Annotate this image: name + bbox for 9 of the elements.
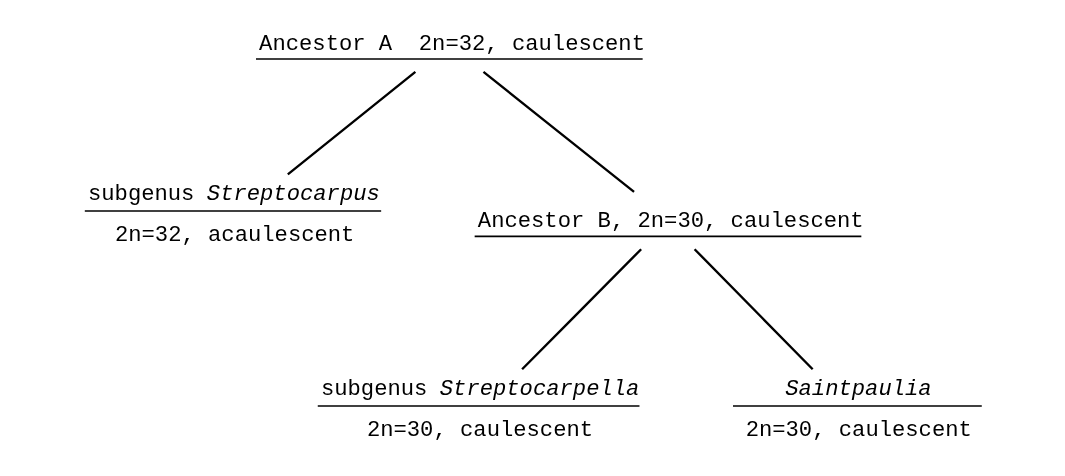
node-text: Ancestor B, 2n=30, caulescent: [477, 209, 864, 235]
connector: [693, 248, 814, 371]
node-text: subgenus Streptocarpus 2n=32, acaulescent: [87, 182, 380, 249]
connector: [521, 248, 642, 371]
node-text: Ancestor A 2n=32, caulescent: [259, 31, 645, 57]
node-text: subgenus Streptocarpella 2n=30, caulescent: [320, 377, 640, 444]
connector: [482, 70, 635, 193]
connector: [287, 70, 417, 176]
node-text: Saintpaulia 2n=30, caulescent: [745, 377, 972, 444]
